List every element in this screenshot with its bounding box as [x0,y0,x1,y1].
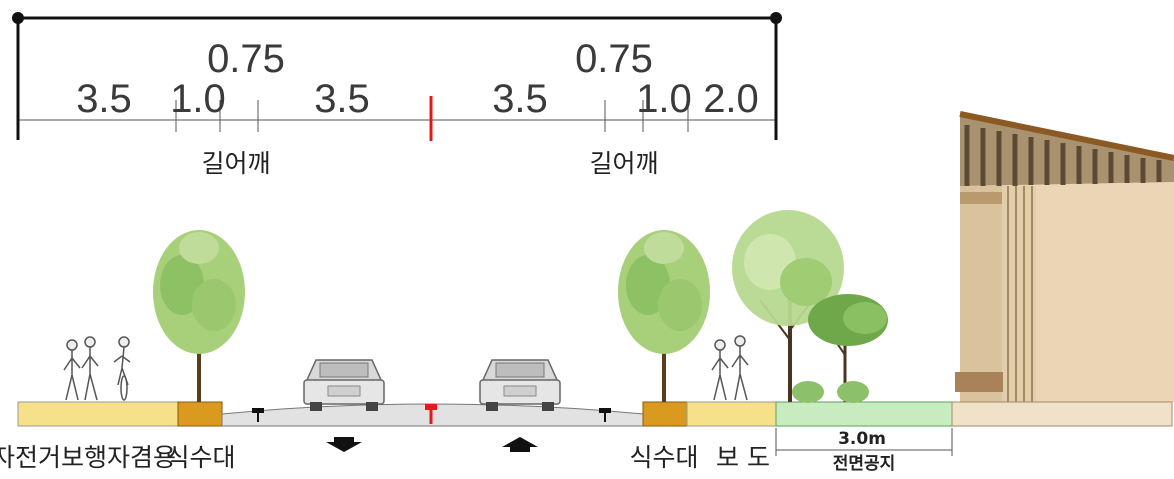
label-sidewalk: 보 도 [716,443,770,472]
dim-right-shoulder: 1.0 [636,77,692,121]
dim-left-margin: 0.75 [207,37,285,81]
top-dimension-bar [12,12,782,95]
building-base [951,401,1173,427]
arrow-up-icon [502,437,538,452]
dim-right-margin: 0.75 [575,37,653,81]
dim-right-center-lane: 3.5 [492,77,548,121]
tree-icon [618,230,710,402]
car-icon [479,359,561,411]
pedestrian-icon [711,335,749,401]
label-front-space: 전면공지 [833,454,896,474]
tree-icon [732,210,844,402]
front-space-width: 3.0m [838,429,886,449]
car-icon [303,359,385,411]
label-planting-left: 식수대 [166,443,235,472]
shrub-icon [792,381,869,403]
bike-ped-path [17,401,179,427]
tree-icon [153,230,245,402]
detail-dimension-line [16,95,778,141]
label-planting-right: 식수대 [629,443,698,472]
dim-right-sidewalk: 2.0 [703,77,759,121]
dim-left-shoulder: 1.0 [170,77,226,121]
planter-left [177,401,223,427]
cyclist-icon [113,336,131,401]
shoulder-label-left: 길어깨 [201,149,270,178]
label-bike-ped-path: 자전거보행자겸용 [0,443,176,472]
pedestrian-icon [63,336,99,401]
arrow-down-icon [326,437,362,452]
road-markers [252,404,611,424]
dim-left-lane: 3.5 [76,77,132,121]
shoulder-label-right: 길어깨 [589,149,658,178]
tree-icon [808,294,888,402]
front-space [775,401,953,427]
dim-left-center-lane: 3.5 [314,77,370,121]
front-space-dimension [775,428,953,456]
ground [17,401,1173,427]
planter-right [642,401,688,427]
sidewalk [686,401,777,427]
building [955,111,1174,402]
